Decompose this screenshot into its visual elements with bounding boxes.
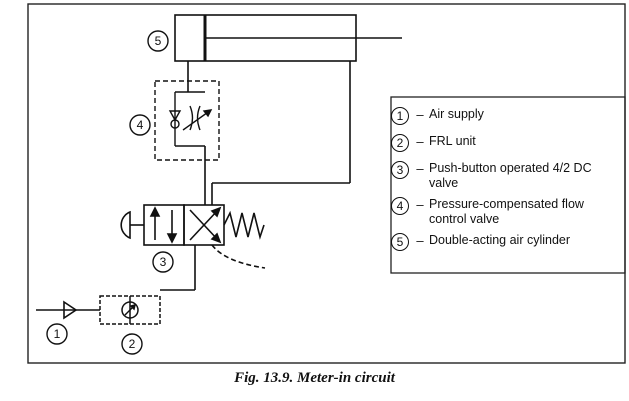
legend-item-5: 5 – Double-acting air cylinder xyxy=(391,233,570,251)
legend-text: Push-button operated 4/2 DC valve xyxy=(429,161,592,190)
legend-text: Pressure-compensated flow control valve xyxy=(429,197,584,226)
callout-1: 1 xyxy=(46,323,68,345)
legend-dash: – xyxy=(416,161,424,176)
legend-num: 1 xyxy=(391,107,409,125)
dc-valve xyxy=(120,204,266,269)
legend-text: Double-acting air cylinder xyxy=(429,233,571,247)
legend-item-4: 4 – Pressure-compensated flow control va… xyxy=(391,197,619,227)
pipe-lines xyxy=(36,61,351,311)
figure-caption: Fig. 13.9. Meter-in circuit xyxy=(234,370,395,386)
air-supply-symbol xyxy=(63,300,78,320)
callout-4: 4 xyxy=(129,114,151,136)
legend-text: Air supply xyxy=(429,107,484,121)
legend-dash: – xyxy=(416,197,424,212)
legend: 1 – Air supply 2 – FRL unit 3 – Push-but… xyxy=(391,97,625,273)
legend-num: 5 xyxy=(391,233,409,251)
callout-2-label: 2 xyxy=(129,337,136,351)
callout-4-label: 4 xyxy=(137,118,144,132)
frl-unit xyxy=(99,295,161,325)
legend-text: FRL unit xyxy=(429,134,476,148)
legend-item-2: 2 – FRL unit xyxy=(391,134,476,152)
callout-5: 5 xyxy=(147,30,169,52)
legend-num: 2 xyxy=(391,134,409,152)
flow-control-valve xyxy=(154,80,220,161)
callout-3-label: 3 xyxy=(160,255,167,269)
callout-1-label: 1 xyxy=(54,327,61,341)
callout-5-label: 5 xyxy=(155,34,162,48)
legend-item-1: 1 – Air supply xyxy=(391,107,484,125)
legend-box xyxy=(390,96,626,274)
double-acting-cylinder xyxy=(174,14,402,62)
legend-dash: – xyxy=(416,107,424,122)
callout-3: 3 xyxy=(152,251,174,273)
legend-dash: – xyxy=(416,233,424,248)
callout-2: 2 xyxy=(121,333,143,355)
legend-num: 3 xyxy=(391,161,409,179)
legend-item-3: 3 – Push-button operated 4/2 DC valve xyxy=(391,161,619,191)
legend-dash: – xyxy=(416,134,424,149)
legend-num: 4 xyxy=(391,197,409,215)
